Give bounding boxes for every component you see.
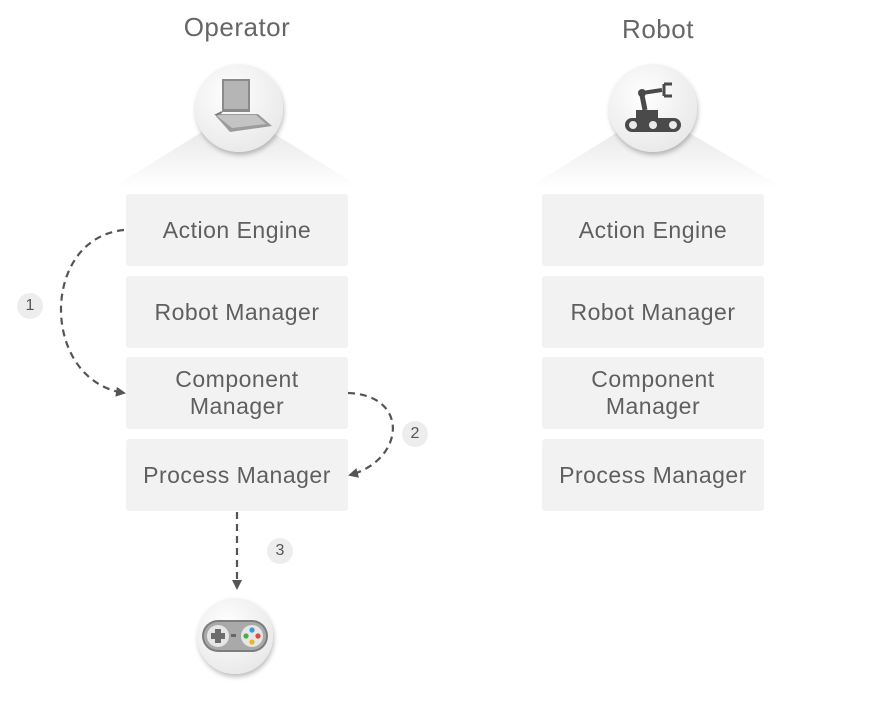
arrow-step-2	[347, 391, 394, 478]
operator-fan-shadow	[112, 130, 362, 188]
step-badge-2: 2	[402, 421, 428, 447]
robot-component-manager: Component Manager	[542, 357, 764, 429]
robot-robot-manager: Robot Manager	[542, 276, 764, 348]
arrow-step-1	[59, 228, 126, 397]
operator-component-manager: Component Manager	[126, 357, 348, 429]
step-badge-1: 1	[17, 293, 43, 319]
robot-process-manager: Process Manager	[542, 439, 764, 511]
gamepad-icon	[197, 598, 273, 674]
laptop-icon	[195, 64, 283, 152]
robot-fan-shadow	[528, 130, 784, 188]
operator-action-engine: Action Engine	[126, 194, 348, 266]
operator-title: Operator	[183, 12, 291, 42]
step-badge-3: 3	[267, 538, 293, 564]
robot-title: Robot	[622, 14, 694, 44]
operator-robot-manager: Robot Manager	[126, 276, 348, 348]
operator-process-manager: Process Manager	[126, 439, 348, 511]
robot-arm-icon	[609, 64, 697, 152]
robot-action-engine: Action Engine	[542, 194, 764, 266]
